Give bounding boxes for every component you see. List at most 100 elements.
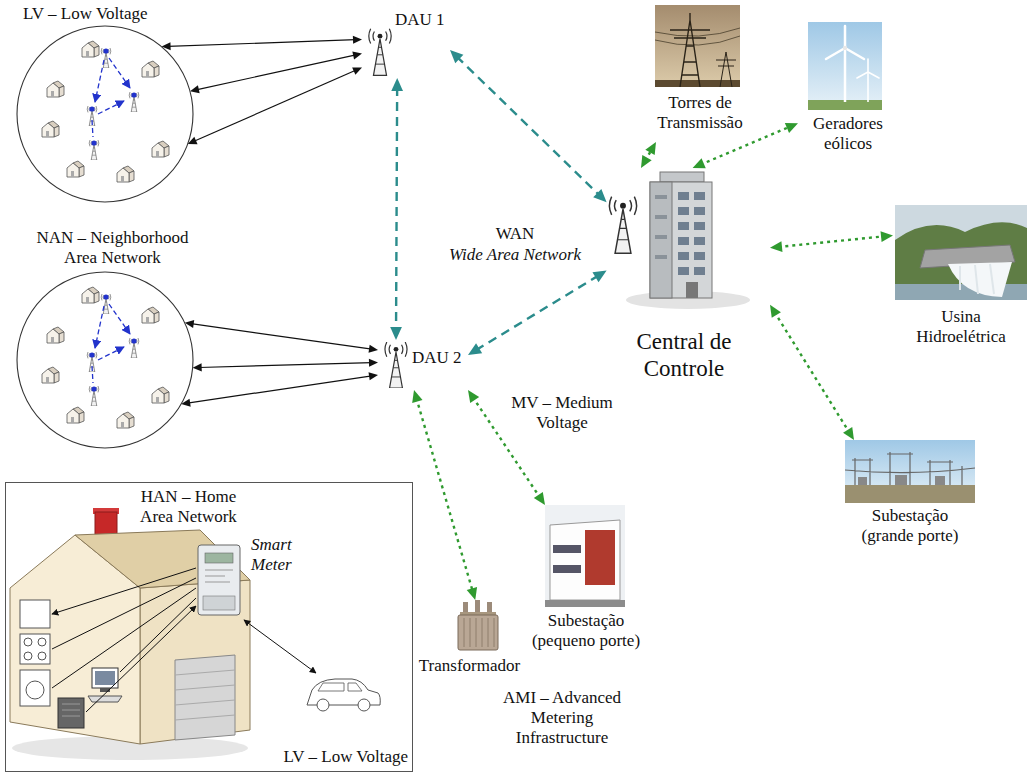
home-illustration bbox=[244, 620, 316, 673]
connector-line bbox=[457, 56, 601, 196]
large-substation-photo bbox=[845, 452, 975, 485]
lv-neighborhood bbox=[129, 92, 139, 112]
home-illustration bbox=[20, 670, 50, 706]
home-illustration bbox=[198, 545, 240, 615]
node-label: LV – Low Voltage bbox=[23, 4, 188, 24]
hydro-plant-photo bbox=[895, 205, 1027, 300]
arrowhead bbox=[645, 142, 656, 155]
text-slot: Smart Meter bbox=[251, 535, 313, 575]
lv-circle: LV – Low Voltage bbox=[15, 2, 197, 208]
lv-neighborhood bbox=[42, 41, 169, 182]
lv-neighborhood bbox=[82, 41, 99, 57]
text-slot: LV – Low Voltage bbox=[256, 747, 408, 767]
connector bbox=[162, 36, 362, 51]
home-illustration bbox=[175, 655, 235, 740]
connector bbox=[193, 359, 378, 372]
text-slot: Geradores eólicos bbox=[798, 114, 898, 154]
nan-neighborhood bbox=[89, 352, 94, 357]
control-building bbox=[655, 215, 667, 219]
home-illustration bbox=[62, 704, 80, 716]
text-slot: NAN – Neighborhood Area Network bbox=[20, 228, 205, 268]
text-slot: MV – Medium Voltage bbox=[503, 393, 621, 433]
transformer-photo bbox=[458, 600, 498, 650]
lv-neighborhood bbox=[117, 166, 134, 182]
text-slot: AMI – Advanced Metering Infrastructure bbox=[496, 688, 628, 748]
control-building bbox=[678, 267, 689, 275]
arrowhead bbox=[693, 158, 706, 168]
control-building bbox=[678, 222, 689, 230]
large-substation-photo bbox=[845, 440, 975, 503]
lv-neighborhood bbox=[131, 92, 136, 97]
connector bbox=[185, 320, 378, 353]
control-building bbox=[660, 172, 704, 182]
transformer-photo bbox=[464, 618, 494, 647]
arrowhead bbox=[190, 85, 200, 93]
lv-neighborhood bbox=[98, 101, 124, 114]
arrowhead bbox=[467, 587, 477, 600]
connector bbox=[770, 231, 893, 252]
image-node: Subestação (grande porte) bbox=[830, 440, 990, 548]
nan-neighborhood bbox=[42, 367, 59, 383]
circle-outline bbox=[17, 26, 193, 202]
transmission-tower-photo bbox=[670, 13, 710, 87]
transmission-tower-photo bbox=[655, 5, 740, 87]
control-building bbox=[678, 192, 689, 200]
nan-neighborhood bbox=[92, 366, 93, 383]
connector-line bbox=[191, 324, 372, 349]
connector bbox=[181, 372, 378, 406]
arrowhead bbox=[369, 372, 378, 380]
text-slot: Torres de Transmissão bbox=[645, 93, 755, 133]
node-label: DAU 1 bbox=[395, 10, 449, 30]
node-label: Torres de Transmissão bbox=[645, 93, 755, 133]
image-node: Usina Hidroelétrica bbox=[893, 205, 1029, 357]
nan-neighborhood bbox=[142, 307, 159, 323]
home-illustration bbox=[140, 580, 250, 744]
control-building bbox=[678, 207, 689, 215]
free-label: AMI – Advanced Metering Infrastructure bbox=[496, 688, 628, 748]
arrowhead bbox=[881, 231, 893, 242]
node-label: NAN – Neighborhood Area Network bbox=[20, 228, 205, 268]
connector bbox=[190, 51, 362, 93]
node-label: LV – Low Voltage bbox=[256, 747, 408, 767]
arrowhead bbox=[593, 189, 606, 202]
home-illustration bbox=[317, 699, 329, 711]
nan-neighborhood bbox=[82, 287, 99, 303]
nan-neighborhood bbox=[67, 407, 84, 423]
wind-turbine-photo bbox=[843, 46, 847, 50]
wind-turbine-photo bbox=[867, 72, 869, 102]
hydro-plant-photo bbox=[895, 222, 1027, 300]
arrowhead bbox=[352, 51, 362, 59]
small-substation-photo bbox=[545, 505, 625, 607]
control-center: Central de Controle bbox=[598, 168, 770, 396]
wind-turbine-photo bbox=[826, 26, 864, 59]
home-illustration bbox=[20, 600, 50, 628]
connector-line bbox=[778, 236, 884, 247]
arrowhead bbox=[641, 155, 652, 168]
home-illustration bbox=[26, 681, 44, 699]
dau-node: DAU 2 bbox=[378, 340, 468, 390]
control-building bbox=[686, 282, 698, 298]
control-building bbox=[650, 182, 672, 298]
small-substation-photo bbox=[545, 505, 625, 607]
arrowhead bbox=[468, 390, 479, 403]
small-substation-photo bbox=[550, 520, 620, 600]
control-building bbox=[655, 255, 667, 259]
wind-turbine-photo bbox=[808, 22, 882, 110]
small-substation-photo bbox=[545, 600, 625, 607]
large-substation-photo bbox=[895, 475, 907, 485]
text-slot: Central de Controle bbox=[606, 328, 762, 382]
wind-turbine-photo bbox=[844, 48, 847, 102]
arrowhead bbox=[770, 241, 782, 252]
home-illustration bbox=[52, 568, 196, 712]
lv-neighborhood bbox=[42, 121, 59, 137]
free-label: Wide Area Network bbox=[440, 245, 590, 265]
text-slot: Usina Hidroelétrica bbox=[901, 307, 1021, 347]
lv-neighborhood bbox=[67, 161, 84, 177]
text-slot: DAU 1 bbox=[395, 10, 449, 30]
connector-line bbox=[416, 398, 473, 592]
control-building bbox=[609, 172, 750, 309]
circle-outline bbox=[17, 272, 193, 448]
lv-neighborhood bbox=[89, 140, 99, 160]
home-illustration bbox=[24, 638, 32, 646]
